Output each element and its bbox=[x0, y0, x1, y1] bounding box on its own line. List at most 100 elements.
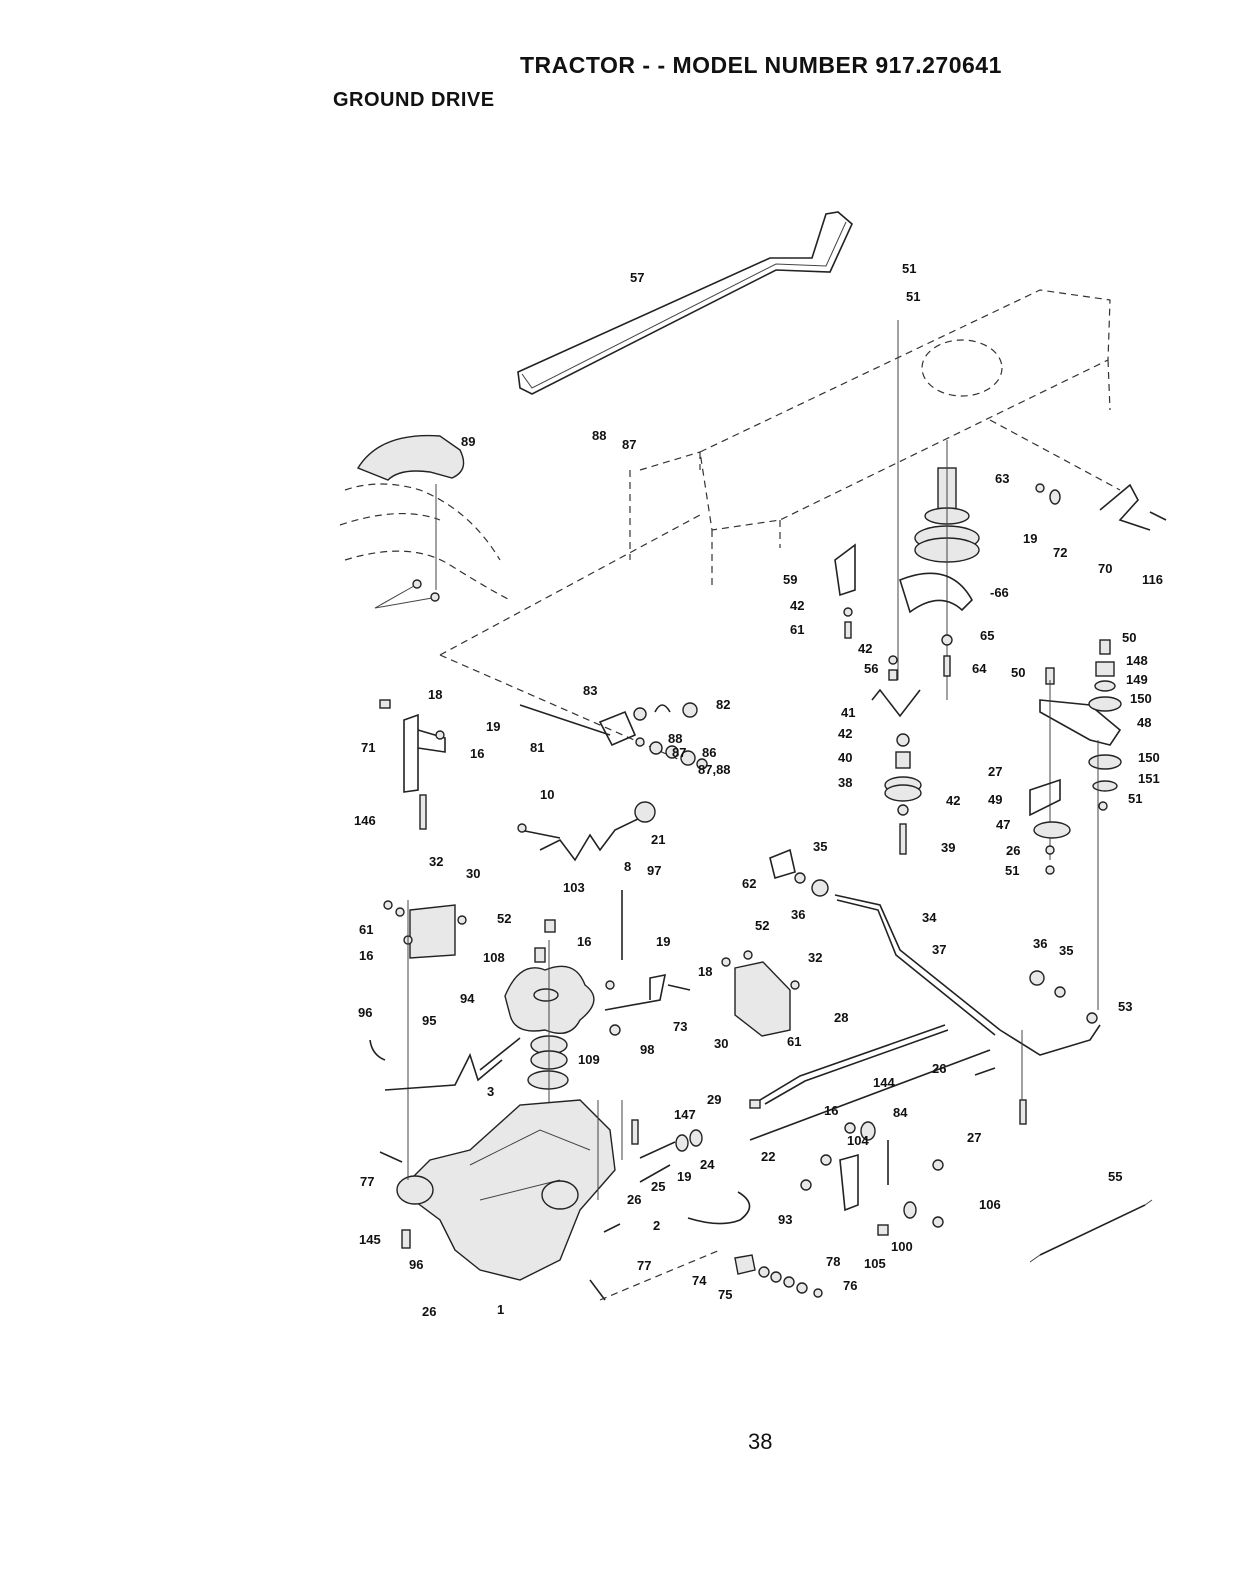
callout-c16d: 16 bbox=[824, 1103, 838, 1118]
callout-c86: 86 bbox=[702, 745, 716, 760]
idler-stack bbox=[871, 655, 922, 855]
bar-34 bbox=[769, 848, 1101, 1056]
bracket-59 bbox=[834, 543, 856, 639]
callout-c88a: 88 bbox=[592, 428, 606, 443]
callout-c94: 94 bbox=[460, 991, 475, 1006]
callout-c55: 55 bbox=[1108, 1169, 1122, 1184]
callout-c28: 28 bbox=[834, 1010, 848, 1025]
callout-c108: 108 bbox=[483, 950, 505, 965]
callout-c40: 40 bbox=[838, 750, 852, 765]
callout-c96a: 96 bbox=[358, 1005, 372, 1020]
callout-c100: 100 bbox=[891, 1239, 913, 1254]
callout-c63: 63 bbox=[995, 471, 1009, 486]
callout-c25: 25 bbox=[651, 1179, 665, 1194]
shaft-end-74 bbox=[599, 1249, 823, 1301]
callout-c64: 64 bbox=[972, 661, 987, 676]
callout-c52a: 52 bbox=[497, 911, 511, 926]
drive-belt-57 bbox=[517, 211, 853, 395]
callout-c19b: 19 bbox=[486, 719, 500, 734]
callout-c82: 82 bbox=[716, 697, 730, 712]
plate-30-right bbox=[721, 950, 800, 1037]
callout-c19c: 19 bbox=[656, 934, 670, 949]
callout-c70: 70 bbox=[1098, 561, 1112, 576]
callout-c26a: 26 bbox=[1006, 843, 1020, 858]
callout-c41: 41 bbox=[841, 705, 855, 720]
callout-c42c: 42 bbox=[838, 726, 852, 741]
callout-c52b: 52 bbox=[755, 918, 769, 933]
callout-c50b: 50 bbox=[1011, 665, 1025, 680]
callout-c24: 24 bbox=[700, 1157, 715, 1172]
callout-c51a: 51 bbox=[902, 261, 916, 276]
pulley-assembly-63 bbox=[897, 320, 980, 700]
callout-c56: 56 bbox=[864, 661, 878, 676]
callout-c93: 93 bbox=[778, 1212, 792, 1227]
callout-c72: 72 bbox=[1053, 545, 1067, 560]
rods-28-22 bbox=[749, 1024, 991, 1141]
callout-c32b: 32 bbox=[808, 950, 822, 965]
shift-rod-81 bbox=[519, 702, 708, 770]
section-title: GROUND DRIVE bbox=[333, 89, 495, 111]
callout-c36a: 36 bbox=[791, 907, 805, 922]
callout-c49: 49 bbox=[988, 792, 1002, 807]
callout-c62: 62 bbox=[742, 876, 756, 891]
plate-30-left bbox=[383, 900, 467, 959]
callout-c32a: 32 bbox=[429, 854, 443, 869]
callout-c1: 1 bbox=[497, 1302, 504, 1317]
callout-c51d: 51 bbox=[1005, 863, 1019, 878]
callout-c61c: 61 bbox=[787, 1034, 801, 1049]
callout-c75: 75 bbox=[718, 1287, 732, 1302]
springs bbox=[603, 1119, 703, 1233]
callout-c2: 2 bbox=[653, 1218, 660, 1233]
callout-c26c: 26 bbox=[627, 1192, 641, 1207]
callout-c95: 95 bbox=[422, 1013, 436, 1028]
callout-c36b: 36 bbox=[1033, 936, 1047, 951]
linkage-70 bbox=[1035, 483, 1167, 531]
callout-c61a: 61 bbox=[790, 622, 804, 637]
callout-c65: 65 bbox=[980, 628, 994, 643]
callout-c146: 146 bbox=[354, 813, 376, 828]
callout-c145: 145 bbox=[359, 1232, 381, 1247]
callout-c16c: 16 bbox=[359, 948, 373, 963]
callout-c76: 76 bbox=[843, 1278, 857, 1293]
control-bracket-73 bbox=[604, 890, 691, 1036]
callout-c35a: 35 bbox=[813, 839, 827, 854]
callout-c51c: 51 bbox=[1128, 791, 1142, 806]
fan-94 bbox=[504, 919, 595, 1130]
callout-c150b: 150 bbox=[1138, 750, 1160, 765]
callout-c42b: 42 bbox=[858, 641, 872, 656]
page-number: 38 bbox=[748, 1429, 773, 1454]
callout-c19d: 19 bbox=[677, 1169, 691, 1184]
callout-c42a: 42 bbox=[790, 598, 804, 613]
callout-c78: 78 bbox=[826, 1254, 840, 1269]
callout-c97: 97 bbox=[647, 863, 661, 878]
brake-assembly bbox=[800, 1121, 944, 1236]
callout-c77a: 77 bbox=[360, 1174, 374, 1189]
callout-c81: 81 bbox=[530, 740, 544, 755]
callout-c149: 149 bbox=[1126, 672, 1148, 687]
callout-c51b: 51 bbox=[906, 289, 920, 304]
callout-c34: 34 bbox=[922, 910, 937, 925]
callout-c38: 38 bbox=[838, 775, 852, 790]
fender-89 bbox=[339, 434, 511, 609]
callout-c74: 74 bbox=[692, 1273, 707, 1288]
callout-c151: 151 bbox=[1138, 771, 1160, 786]
bracket-71 bbox=[379, 699, 446, 830]
callout-c37: 37 bbox=[932, 942, 946, 957]
callout-c47: 47 bbox=[996, 817, 1010, 832]
callout-c18a: 18 bbox=[428, 687, 442, 702]
callout-c10: 10 bbox=[540, 787, 554, 802]
callout-c19a: 19 bbox=[1023, 531, 1037, 546]
callout-c87b: 87 bbox=[672, 745, 686, 760]
callout-c48: 48 bbox=[1137, 715, 1151, 730]
callout-c150a: 150 bbox=[1130, 691, 1152, 706]
link-27 bbox=[974, 1012, 1098, 1125]
callout-c109: 109 bbox=[578, 1052, 600, 1067]
callout-c61b: 61 bbox=[359, 922, 373, 937]
callout-c73: 73 bbox=[673, 1019, 687, 1034]
callout-c53: 53 bbox=[1118, 999, 1132, 1014]
callout-c148: 148 bbox=[1126, 653, 1148, 668]
shift-lever-8 bbox=[517, 801, 656, 862]
callout-c106: 106 bbox=[979, 1197, 1001, 1212]
